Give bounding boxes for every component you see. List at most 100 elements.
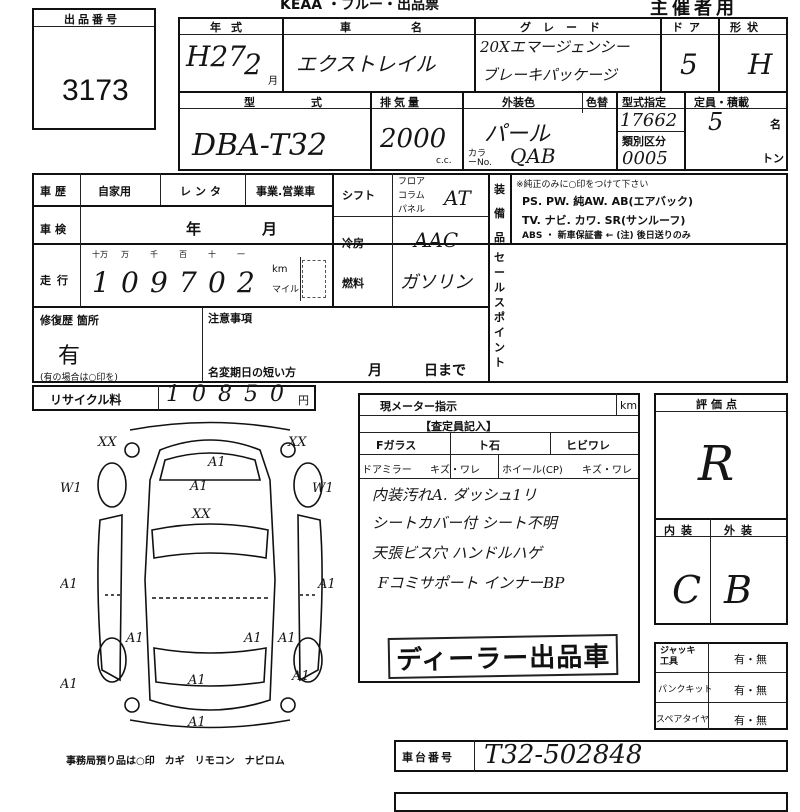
shift-value: AT xyxy=(444,186,471,210)
shift-opt-panel: パネル xyxy=(398,205,426,215)
caution-label: 注意事項 xyxy=(208,312,252,325)
displacement-unit: c.c. xyxy=(436,156,452,166)
shift-opt-column: コラム xyxy=(398,191,425,201)
name-label: 車名 xyxy=(340,21,482,34)
sale-point-label: セールスポイント xyxy=(494,251,505,369)
recycle-digit: 0 xyxy=(192,382,206,407)
model-value: DBA-T32 xyxy=(192,128,328,163)
crack-label: ヒビワレ xyxy=(566,439,610,452)
chassis-label: 車台番号 xyxy=(402,751,454,764)
equipment-row2: TV. ナビ. カワ. SR(サンルーフ) xyxy=(522,214,686,227)
spare-yesno: 有・無 xyxy=(734,714,767,727)
load-unit: トン xyxy=(762,152,784,165)
month-value: 2 xyxy=(244,48,262,81)
name-value: エクストレイル xyxy=(296,52,436,76)
recycle-digit: 5 xyxy=(244,382,258,407)
rating-value: R xyxy=(698,436,735,492)
rating-label: 評価点 xyxy=(696,398,741,411)
grade-label: グレード xyxy=(520,21,612,34)
door-mirror-label: ドアミラー xyxy=(362,465,412,476)
stone-label: ト石 xyxy=(478,439,500,452)
wheel-label: ホイール(CP) xyxy=(502,465,563,476)
door-mirror-opts: キズ・ワレ xyxy=(430,465,480,476)
type-designation-value: 17662 xyxy=(620,110,678,131)
displacement-value: 2000 xyxy=(380,124,447,154)
damage-mark: A1 xyxy=(291,669,310,684)
recycle-box xyxy=(32,385,316,411)
private-use-label: 自家用 xyxy=(98,185,131,198)
mileage-digit: 2 xyxy=(237,266,255,299)
diagram-footer: 事務局預り品は○印 カギ リモコン ナビロム xyxy=(66,756,285,767)
damage-mark: A1 xyxy=(207,455,226,470)
class-label: 類別区分 xyxy=(622,135,666,148)
meter-label: 現メーター指示 xyxy=(380,400,457,413)
mileage-digit-label: 十万 xyxy=(92,250,108,259)
equipment-label: 装備品 xyxy=(494,183,505,244)
equipment-row3: ABS ・ 新車保証書 ← (注) 後日送りのみ xyxy=(522,231,691,241)
name-change-day: 日まで xyxy=(424,363,466,379)
ext-color-value: パール xyxy=(484,122,551,147)
exterior-value: B xyxy=(724,568,752,612)
rental-label: レンタ xyxy=(180,185,225,198)
mileage-digit: 0 xyxy=(121,266,139,299)
damage-mark: A1 xyxy=(187,673,206,688)
interior-label: 内装 xyxy=(664,524,698,537)
inspection-label: 車検 xyxy=(40,223,70,236)
repair-note: (有の場合は○印を) xyxy=(40,373,118,383)
mileage-digit: 1 xyxy=(92,266,110,299)
exterior-label: 外装 xyxy=(724,524,758,537)
damage-mark: A1 xyxy=(187,715,206,730)
mileage-digit-label: 百 xyxy=(179,250,187,259)
name-change-month: 月 xyxy=(368,363,382,379)
recycle-digit: 1 xyxy=(166,382,180,407)
history-label: 車歴 xyxy=(40,185,70,198)
mileage-digit: 9 xyxy=(150,266,168,299)
rating-box xyxy=(654,393,788,625)
shift-opt-floor: フロア xyxy=(398,177,426,187)
month-unit: 月 xyxy=(268,76,278,87)
damage-mark: W1 xyxy=(312,481,334,496)
fuel-value: ガソリン xyxy=(400,272,472,293)
history-grid xyxy=(32,173,788,383)
chassis-box xyxy=(394,740,788,772)
bottom-box xyxy=(394,792,788,812)
puncture-yesno: 有・無 xyxy=(734,684,767,697)
interior-value: C xyxy=(672,568,702,612)
type-designation-label: 型式指定 xyxy=(622,96,666,109)
damage-mark: XX xyxy=(97,435,117,450)
equipment-row1: PS. PW. 純AW. AB(エアバック) xyxy=(522,195,694,208)
ac-value: AAC xyxy=(414,228,459,252)
inspector-panel xyxy=(358,393,640,683)
shape-value: H xyxy=(748,48,773,81)
form-title: ・ブルー・出品票 xyxy=(326,0,439,13)
year-label: 年式 xyxy=(210,21,252,34)
grade-line2: ブレーキパッケージ xyxy=(482,66,617,84)
vehicle-grid xyxy=(178,17,788,171)
color-code-value: QAB xyxy=(510,144,556,168)
mileage-digit-label: 千 xyxy=(150,250,158,259)
grade-line1: 20Xエマージェンシー xyxy=(480,38,630,56)
repair-value: 有 xyxy=(58,344,81,369)
mileage-digit-label: 十 xyxy=(208,250,216,259)
damage-mark: W1 xyxy=(60,481,82,496)
recycle-digit: 8 xyxy=(218,382,232,407)
org-logo: KEAA xyxy=(280,0,323,13)
inspection-month-unit: 月 xyxy=(262,220,278,238)
capacity-label: 定員・積載 xyxy=(694,96,749,109)
inspector-note-4: Fコミサポート インナーBP xyxy=(378,574,565,592)
dealer-stamp: ディーラー出品車 xyxy=(387,633,619,680)
inspector-note-2: シートカバー付 シート不明 xyxy=(372,514,557,532)
recycle-digit: 0 xyxy=(270,382,284,407)
form-owner-label: 主催者用 xyxy=(650,0,738,19)
inspector-note-1: 内装汚れA. ダッシュ1リ xyxy=(372,486,537,504)
km-mile-box xyxy=(302,260,326,298)
mileage-label: 走行 xyxy=(40,274,74,287)
shift-label: シフト xyxy=(342,189,375,202)
business-label: 事業.営業車 xyxy=(256,185,316,198)
ext-color-label: 外装色 xyxy=(502,96,535,109)
fuel-label: 燃料 xyxy=(342,277,364,290)
ac-label: 冷房 xyxy=(342,237,364,250)
displacement-label: 排気量 xyxy=(380,96,422,109)
wheel-opts: キズ・ワレ xyxy=(582,465,632,476)
